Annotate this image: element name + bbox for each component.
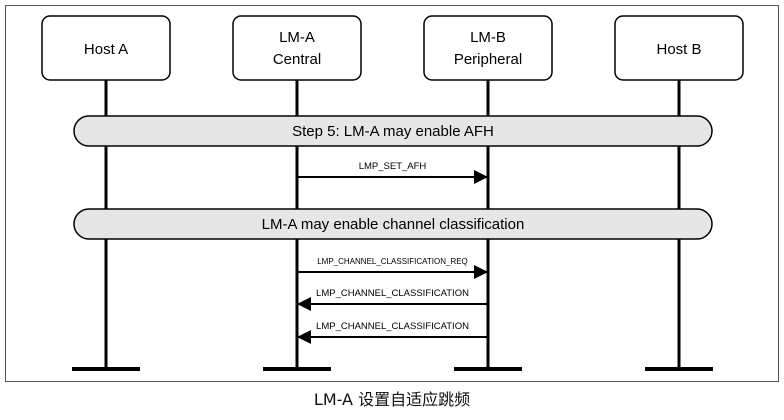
message-label-4: LMP_CHANNEL_CLASSIFICATION: [316, 321, 469, 332]
phase-band-2: [73, 208, 713, 240]
participant-box-host-b: [614, 15, 744, 81]
figure-caption: LM-A 设置自适应跳频: [313, 390, 471, 409]
participant-label-lm-a: Central: [273, 51, 321, 68]
message-label-3: LMP_CHANNEL_CLASSIFICATION: [316, 288, 469, 299]
participant-label-host-b: Host B: [656, 41, 701, 58]
participant-label-lm-a: LM-A: [279, 29, 315, 46]
participant-box-lm-b: [423, 15, 553, 81]
participant-box-lm-a: [232, 15, 362, 81]
participant-label-lm-b: LM-B: [470, 29, 506, 46]
diagram-frame: Host A LM-A Central LM-B Peripheral Host B Ste…: [5, 5, 779, 382]
phase-band-1: [73, 115, 713, 147]
participant-label-lm-b: Peripheral: [454, 51, 522, 68]
message-label-2: LMP_CHANNEL_CLASSIFICATION_REQ: [317, 257, 468, 266]
phase-band-label-1: Step 5: LM-A may enable AFH: [292, 123, 494, 140]
participant-label-host-a: Host A: [84, 41, 128, 58]
participant-box-host-a: [41, 15, 171, 81]
sequence-diagram: Host A LM-A Central LM-B Peripheral Host B Ste…: [41, 15, 744, 371]
phase-band-label-2: LM-A may enable channel classification: [262, 216, 525, 233]
message-label-1: LMP_SET_AFH: [359, 161, 427, 172]
